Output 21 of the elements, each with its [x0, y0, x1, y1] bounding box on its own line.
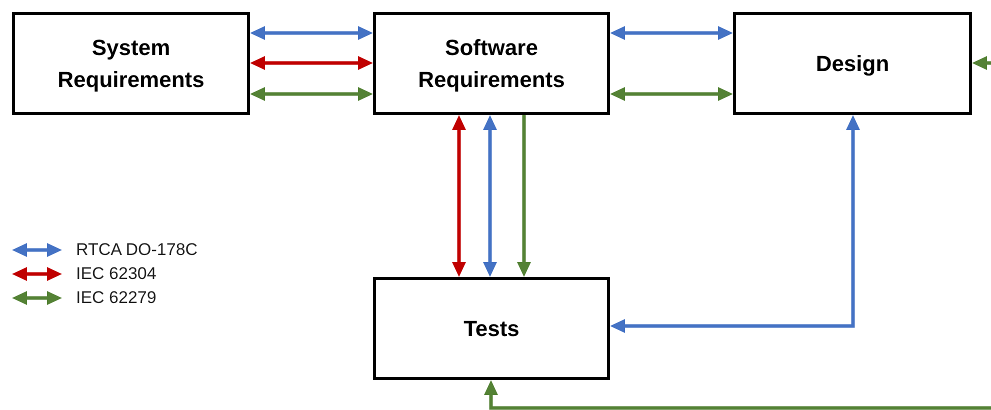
legend-label: IEC 62279: [76, 288, 156, 308]
process-box: [733, 12, 972, 115]
box-label: System Requirements: [56, 34, 206, 94]
arrow: [250, 56, 373, 70]
legend-label: IEC 62304: [76, 264, 156, 284]
arrow: [610, 26, 733, 40]
box-label: Software Requirements: [417, 34, 566, 94]
legend-label: RTCA DO-178C: [76, 240, 198, 260]
arrow: [610, 87, 733, 101]
arrow: [610, 115, 860, 333]
box-label: Tests: [462, 314, 520, 343]
box-label: Design: [814, 50, 890, 78]
process-box: [12, 12, 250, 115]
arrow: [483, 115, 497, 277]
arrow: [250, 26, 373, 40]
arrow: [484, 56, 991, 410]
arrow: [250, 87, 373, 101]
process-box: [373, 277, 610, 380]
arrow: [452, 115, 466, 277]
process-box: [373, 12, 610, 115]
arrow: [517, 115, 531, 277]
